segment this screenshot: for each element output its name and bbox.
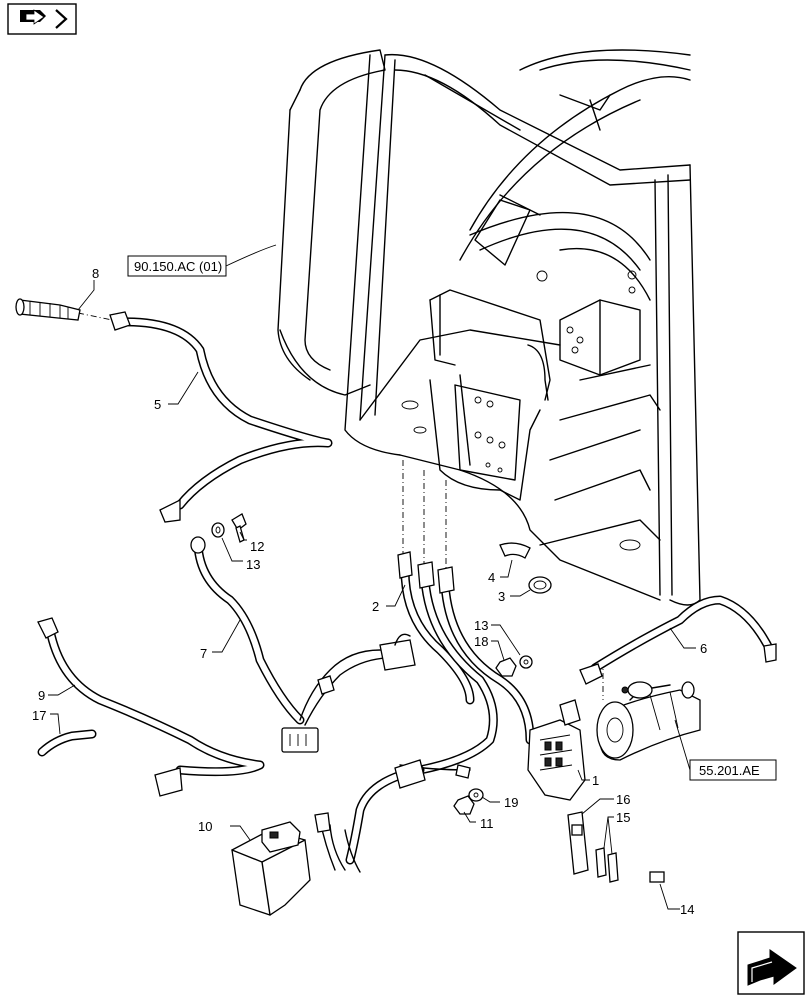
part-11-nut [453, 795, 475, 815]
callout-18: 18 [474, 634, 488, 649]
reference-starter[interactable]: 55.201.AE [689, 759, 777, 781]
callout-4: 4 [488, 570, 495, 585]
starter-motor [596, 681, 701, 761]
part-13-washer-upper [211, 522, 225, 538]
part-17-hose [37, 729, 97, 757]
callout-13-middle: 13 [474, 618, 488, 633]
reference-cab[interactable]: 90.150.AC (01) [127, 255, 227, 277]
callout-6: 6 [700, 641, 707, 656]
book-arrow-icon[interactable] [7, 3, 77, 35]
next-page-arrow-icon[interactable] [737, 931, 805, 995]
callout-7: 7 [200, 646, 207, 661]
callouts: 8 5 12 13 7 9 17 2 4 3 13 18 6 1 10 11 1… [32, 266, 707, 917]
part-1-terminal-block [527, 699, 586, 801]
part-4-clip [499, 542, 531, 559]
callout-19: 19 [504, 795, 518, 810]
alignment-lines [77, 312, 604, 700]
callout-5: 5 [154, 397, 161, 412]
part-12-bolt [231, 513, 247, 543]
callout-15: 15 [616, 810, 630, 825]
svg-text:55.201.AE: 55.201.AE [699, 763, 760, 778]
part-15-fuses [595, 847, 619, 883]
callout-8: 8 [92, 266, 99, 281]
callout-12: 12 [250, 539, 264, 554]
callout-10: 10 [198, 819, 212, 834]
leader-lines [48, 244, 696, 910]
part-10-battery-box [231, 812, 361, 916]
part-19-washer [468, 788, 484, 802]
part-3-grommet [528, 576, 552, 594]
callout-9: 9 [38, 688, 45, 703]
part-18-nut [495, 657, 517, 677]
part-8-connector [15, 298, 81, 321]
part-5-cable [109, 311, 333, 523]
part-7-harness [190, 536, 416, 753]
callout-1: 1 [592, 773, 599, 788]
callout-11: 11 [480, 816, 494, 831]
cab-frame [277, 49, 701, 606]
callout-3: 3 [498, 589, 505, 604]
callout-16: 16 [616, 792, 630, 807]
part-14-small-fuse [649, 871, 665, 883]
part-2-battery-cables [345, 551, 535, 865]
part-16-fuse-holder [567, 811, 589, 875]
callout-17: 17 [32, 708, 46, 723]
callout-2: 2 [372, 599, 379, 614]
part-13-washer-middle [519, 655, 533, 669]
callout-13-upper: 13 [246, 557, 260, 572]
part-6-cable [579, 595, 777, 685]
callout-14: 14 [680, 902, 694, 917]
part-9-cable [37, 617, 265, 797]
svg-text:90.150.AC (01): 90.150.AC (01) [134, 259, 222, 274]
